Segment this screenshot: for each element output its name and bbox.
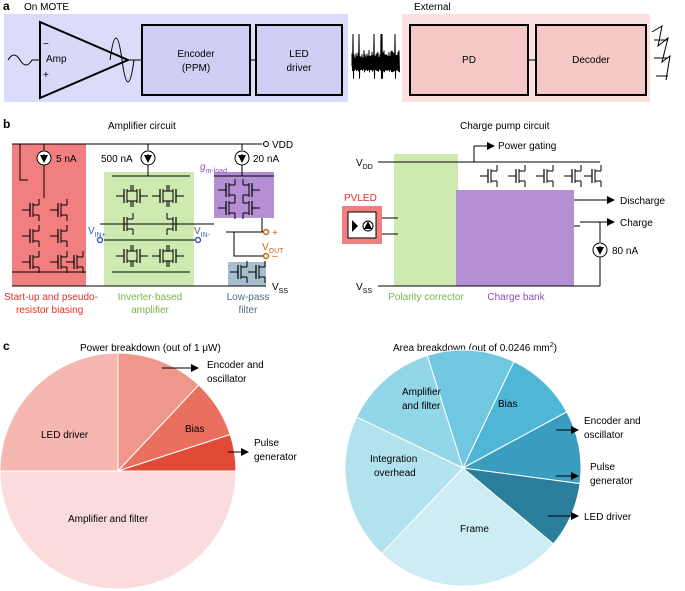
- current-source-20na: [234, 144, 250, 176]
- encoder-label: Encoder: [177, 49, 215, 60]
- vin-minus-pin: [194, 236, 202, 244]
- inverter-caption-1: Inverter-based: [118, 292, 182, 303]
- external-title: External: [414, 2, 451, 13]
- bias-500na-label: 500 nA: [101, 154, 133, 165]
- led-driver-block: [255, 24, 343, 96]
- inverter-region: [104, 172, 194, 286]
- vout-plus-sign: +: [272, 228, 278, 239]
- areaPie-slice-bias: [426, 349, 515, 470]
- power-label-encoder-2: oscillator: [207, 374, 247, 385]
- on-mote-title: On MOTE: [24, 2, 69, 13]
- area-label-bias: Bias: [498, 399, 517, 410]
- areaPie-slice-integration-overhead: [344, 416, 464, 555]
- power-label-pulse-2: generator: [254, 452, 297, 463]
- power-title: Power breakdown (out of 1 μW): [80, 343, 221, 354]
- area-label-pulse-2: generator: [590, 476, 633, 487]
- gm-load-label: gm-load: [200, 162, 227, 175]
- led-driver-label-2: driver: [286, 63, 312, 74]
- vdd-label: VDD: [272, 140, 293, 151]
- lowpass-caption-2: filter: [239, 305, 259, 316]
- decoded-signal-icon: [651, 24, 671, 81]
- discharge-label: Discharge: [620, 196, 665, 207]
- area-label-frame: Frame: [460, 524, 489, 535]
- area-label-amp-1: Amplifier: [402, 387, 442, 398]
- current-source-80na: [592, 222, 608, 286]
- inverter-caption-2: amplifier: [131, 305, 169, 316]
- vin-minus-label: VIN-: [194, 226, 211, 239]
- area-title: Area breakdown (out of 0.0246 mm2): [393, 342, 557, 354]
- area-label-encoder-2: oscillator: [584, 430, 624, 441]
- panel-b-letter: b: [3, 117, 10, 131]
- area-label-led: LED driver: [584, 512, 632, 523]
- areaPie-slice-encoder-and-oscillator: [461, 360, 568, 470]
- charge-bank-region: [456, 190, 574, 286]
- startup-caption-1: Start-up and pseudo-: [4, 292, 98, 303]
- led-driver-label-1: LED: [289, 49, 308, 60]
- power-label-encoder-1: Encoder and: [207, 360, 264, 371]
- encoder-ppm-label: (PPM): [182, 63, 210, 74]
- panel-c-letter: c: [3, 339, 10, 353]
- current-source-500na: [140, 144, 156, 176]
- area-label-integration-1: Integration: [370, 454, 417, 465]
- areaPie-slice-frame: [380, 467, 555, 587]
- area-label-integration-2: overhead: [374, 468, 416, 479]
- amp-minus-sign: −: [43, 39, 49, 50]
- pvled-label: PVLED: [344, 193, 377, 204]
- power-label-pulse-1: Pulse: [254, 438, 279, 449]
- polarity-region: [394, 154, 458, 286]
- lowpass-caption-1: Low-pass: [227, 292, 270, 303]
- amplifier-triangle: [39, 20, 131, 100]
- current-source-5na: [36, 144, 52, 172]
- powerPie-slice-encoder-and-oscillator: [117, 352, 200, 473]
- area-pie: [344, 349, 582, 587]
- bias-5na-label: 5 nA: [56, 154, 77, 165]
- startup-region: [12, 144, 86, 286]
- bias-80na-label: 80 nA: [612, 246, 638, 257]
- pvled-diode-icon: [352, 220, 358, 232]
- vin-plus-label: VIN+: [88, 226, 106, 239]
- area-label-encoder-1: Encoder and: [584, 416, 641, 427]
- input-signal-icon: [7, 54, 33, 66]
- vss-label: VSS: [272, 282, 288, 295]
- power-gating-label: Power gating: [498, 141, 556, 152]
- power-pie: [0, 352, 237, 590]
- amplifier-circuit-title: Amplifier circuit: [108, 121, 176, 132]
- charge-label: Charge: [620, 218, 653, 229]
- encoder-block: [141, 24, 251, 96]
- decoder-block: [535, 24, 647, 96]
- panel-a-letter: a: [3, 0, 10, 13]
- startup-caption-2: resistor biasing: [16, 305, 83, 316]
- vout-minus-pin: [262, 252, 270, 260]
- area-label-pulse-1: Pulse: [590, 462, 615, 473]
- decoder-label: Decoder: [572, 55, 610, 66]
- amp-label: Amp: [46, 54, 67, 65]
- areaPie-slice-amplifier-and-filter: [355, 354, 464, 469]
- powerPie-slice-led-driver: [0, 352, 119, 472]
- area-label-amp-2: and filter: [402, 401, 441, 412]
- powerPie-slice-pulse-generator: [117, 433, 237, 472]
- areaPie-slice-pulse-generator: [461, 411, 582, 485]
- vdd2-label: VDD: [356, 158, 373, 171]
- power-label-amplifier: Amplifier and filter: [68, 514, 149, 525]
- vout-label: VOUT: [262, 242, 284, 255]
- amp-plus-sign: +: [43, 70, 49, 81]
- vout-minus-sign: −: [272, 252, 278, 263]
- charge-bank-caption: Charge bank: [487, 292, 545, 303]
- polarity-caption: Polarity corrector: [388, 292, 464, 303]
- bias-20na-label: 20 nA: [253, 154, 279, 165]
- vin-plus-pin: [96, 236, 104, 244]
- power-label-led-driver: LED driver: [41, 430, 89, 441]
- vss2-label: VSS: [356, 282, 372, 295]
- powerPie-slice-amplifier-and-filter: [0, 470, 237, 590]
- pd-label: PD: [462, 55, 476, 66]
- charge-pump-title: Charge pump circuit: [460, 121, 550, 132]
- pulse-train-icon: [351, 33, 400, 79]
- amplifier-transistors: [12, 144, 274, 283]
- power-label-bias: Bias: [185, 424, 204, 435]
- amplified-signal-icon: [109, 37, 135, 83]
- vout-plus-pin: [262, 228, 270, 236]
